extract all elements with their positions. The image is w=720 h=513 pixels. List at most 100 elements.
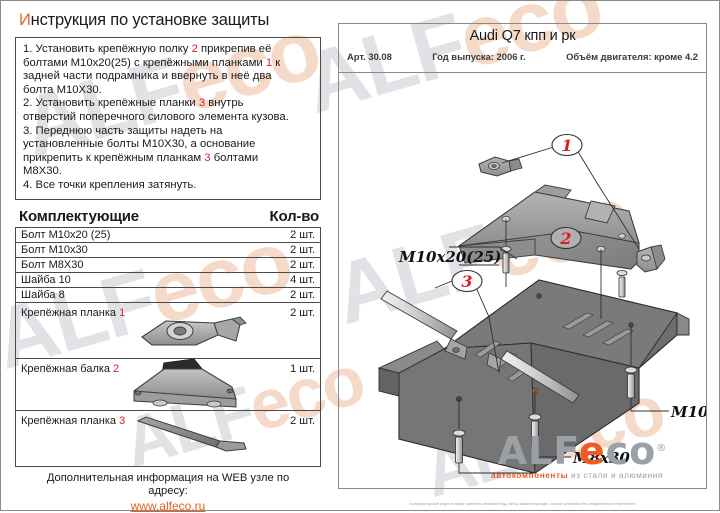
bracket-part1-upper xyxy=(478,156,523,177)
instruction-line: 4. Все точки крепления затянуть. xyxy=(23,179,313,193)
part-name: Крепёжная балка xyxy=(21,362,114,375)
instruction-text: задней части подрамника и ввернуть в неё… xyxy=(23,70,272,83)
callout-1-label: 1 xyxy=(561,136,572,155)
instruction-text: установленные болты M10X30, а основание xyxy=(23,138,256,151)
table-row: Шайба 10 4 шт. xyxy=(15,272,321,288)
instruction-text: 2. Установить крепёжные планки xyxy=(23,97,199,110)
web-note-line2: адресу: xyxy=(148,485,188,498)
part-quantity: 2 шт. xyxy=(248,257,321,273)
parts-table-heading: Комплектующие Кол-во xyxy=(19,208,319,225)
callout-3: 3 xyxy=(451,269,483,293)
logo-co: co xyxy=(605,429,657,473)
logo-tagline: автокомпоненты из стали и алюминия xyxy=(457,471,697,480)
part-quantity: 2 шт. xyxy=(248,287,321,303)
fastener-m8x30-b xyxy=(528,391,571,458)
fastener-m10x20-b xyxy=(600,249,628,319)
part-reference-number: 3 xyxy=(204,151,211,164)
table-row: Болт M8X30 2 шт. xyxy=(15,257,321,273)
callout-2: 2 xyxy=(550,226,582,250)
bolt-labels: M10x20(25) M10x30 M8x30 xyxy=(398,246,706,467)
part-quantity: 1 шт. xyxy=(248,358,321,411)
vehicle-year: Год выпуска: 2006 г. xyxy=(432,51,526,62)
part-name: Болт M8X30 xyxy=(21,258,84,271)
brand-logo: ALFeco® автокомпоненты из стали и алюмин… xyxy=(457,432,697,480)
instruction-line: 1. Установить крепёжную полку 2 прикрепи… xyxy=(23,43,313,57)
vehicle-article: Арт. 30.08 xyxy=(347,51,392,62)
instruction-list: 1. Установить крепёжную полку 2 прикрепи… xyxy=(23,43,313,193)
registered-trademark-icon: ® xyxy=(656,443,668,454)
parts-header-name: Комплектующие xyxy=(19,207,139,225)
instruction-line: M8X30. xyxy=(23,165,313,179)
part-quantity: 2 шт. xyxy=(248,227,321,243)
beam-2-illustration xyxy=(124,357,249,416)
instruction-line: прикрепить к крепёжным планкам 3 болтами xyxy=(23,152,313,166)
part-name-cell: Болт M8X30 xyxy=(15,257,248,273)
callout-1: 1 xyxy=(551,133,583,157)
right-panel: Audi Q7 кпп и рк Арт. 30.08 Год выпуска:… xyxy=(338,23,707,489)
logo-tagline-orange: автокомпоненты xyxy=(491,471,569,480)
exploded-view-svg: 1 2 3 M10x20(25) M10x30 M8x30 xyxy=(377,133,706,474)
part-name: Болт M10x20 (25) xyxy=(21,228,111,241)
logo-alf: ALF xyxy=(497,429,579,473)
instruction-text: 3. Переднюю часть защиты надеть на xyxy=(23,124,223,137)
part-name-cell: Крепёжная балка 2 xyxy=(15,357,248,411)
part-reference-number: 3 xyxy=(119,414,126,427)
assembly-drawing: 1 2 3 M10x20(25) M10x30 M8x30 xyxy=(339,73,706,488)
part-reference-number: 2 xyxy=(113,362,120,375)
instruction-line: болтами M10x20(25) с крепёжными планками… xyxy=(23,57,313,71)
instruction-text: болта M10X30. xyxy=(23,83,102,96)
web-note-line1: Дополнительная информация на WEB узле по xyxy=(46,471,290,484)
instruction-text: прикрепить к крепёжным планкам xyxy=(23,151,205,164)
instruction-text: 1. Установить крепёжную полку xyxy=(23,43,192,55)
part-name-cell: Крепёжная планка 1 xyxy=(15,302,248,359)
instructions-box: 1. Установить крепёжную полку 2 прикрепи… xyxy=(15,37,321,200)
part-quantity: 2 шт. xyxy=(248,302,321,359)
website-link[interactable]: www.alfeco.ru xyxy=(130,498,206,513)
part-name: Шайба 10 xyxy=(21,273,71,286)
part-reference-number: 2 xyxy=(191,43,198,55)
table-row: Шайба 8 2 шт. xyxy=(15,287,321,303)
logo-wordmark: ALFeco® xyxy=(497,429,666,473)
legal-disclaimer: Конструкторский отдел в праве изменить в… xyxy=(409,502,636,506)
bracket-part1-right xyxy=(636,244,666,273)
part-name-cell: Крепёжная планка 3 xyxy=(16,410,249,466)
vehicle-header: Audi Q7 кпп и рк Арт. 30.08 Год выпуска:… xyxy=(339,24,706,73)
instruction-text: болтами xyxy=(210,151,259,164)
part-name-cell: Болт M10x20 (25) xyxy=(15,227,248,243)
part-reference-number: 1 xyxy=(265,56,273,69)
label-m10x30: M10x30 xyxy=(670,403,706,421)
parts-header-qty: Кол-во xyxy=(269,207,320,225)
web-note: Дополнительная информация на WEB узле по… xyxy=(15,472,321,513)
instruction-line: отверстий поперечного силового элемента … xyxy=(23,111,313,125)
callout-3-label: 3 xyxy=(461,272,472,291)
fastener-m10x30 xyxy=(624,325,669,412)
left-panel: Инструкция по установке защиты 1. Устано… xyxy=(15,11,321,512)
part-quantity: 4 шт. xyxy=(248,272,321,288)
instruction-text: M8X30. xyxy=(23,165,62,178)
mounting-beam-part2 xyxy=(457,184,640,270)
part-reference-number: 1 xyxy=(119,306,126,319)
instruction-line: 3. Переднюю часть защиты надеть на xyxy=(23,125,313,139)
vehicle-meta: Арт. 30.08 Год выпуска: 2006 г. Объём дв… xyxy=(339,51,706,62)
part-reference-number: 3 xyxy=(198,97,206,110)
part-name-cell: Болт M10x30 xyxy=(15,242,248,258)
part-name: Крепёжная планка xyxy=(21,414,120,427)
vehicle-engine: Объём двигателя: кроме 4.2 xyxy=(566,51,698,62)
logo-e: e xyxy=(578,429,606,473)
vehicle-title: Audi Q7 кпп и рк xyxy=(469,28,576,44)
instruction-text: 4. Все точки крепления затянуть. xyxy=(23,178,197,191)
instruction-text: болтами M10x20(25) с крепёжными планками xyxy=(23,56,266,69)
instruction-line: болта M10X30. xyxy=(23,84,313,98)
bracket-3-illustration xyxy=(134,415,252,456)
instruction-text: прикрепив её xyxy=(197,43,272,55)
label-m8x30: M8x30 xyxy=(572,449,630,467)
instruction-text: отверстий поперечного силового элемента … xyxy=(23,110,289,123)
part-name: Шайба 8 xyxy=(21,288,65,301)
bracket-1-illustration xyxy=(136,311,254,356)
part-name-cell: Шайба 10 xyxy=(15,272,248,288)
